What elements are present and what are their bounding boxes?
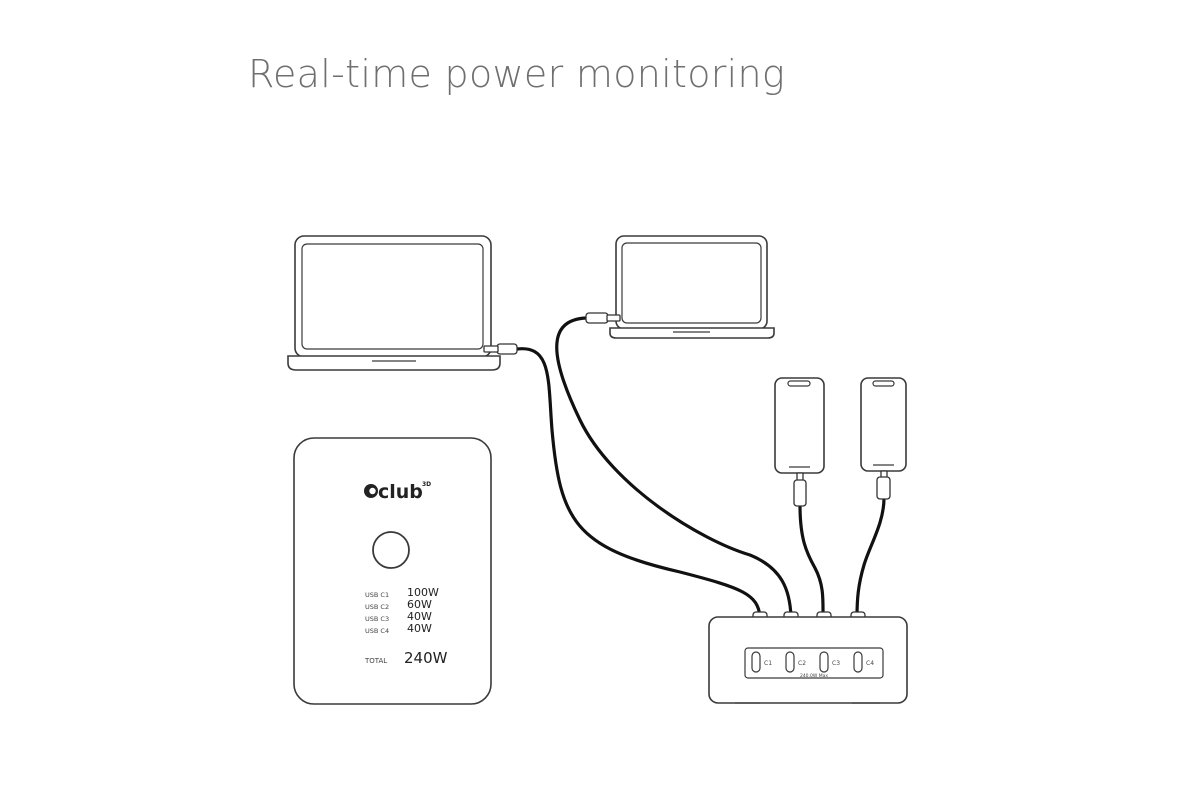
charger: C1 C2 C3 C4 240.0W Max — [708, 616, 908, 704]
phone-1 — [774, 377, 825, 474]
brand-superscript: 3D — [422, 481, 431, 488]
charger-port-c2 — [785, 651, 795, 673]
port-label-c2: USB C2 — [365, 603, 389, 611]
laptop-small-lid — [615, 235, 768, 330]
cable-c2 — [555, 316, 793, 619]
phone-2-notch — [872, 380, 895, 387]
port-label-c3: USB C3 — [365, 615, 389, 623]
power-button-ring — [372, 531, 410, 569]
phone-2 — [860, 377, 907, 472]
charger-port-c1 — [751, 651, 761, 673]
charger-port-label-c3: C3 — [832, 660, 840, 667]
total-watts: 240W — [404, 649, 448, 667]
laptop-small — [609, 235, 775, 339]
brand-name: club — [378, 481, 423, 503]
phone-1-plug — [793, 472, 807, 507]
charger-port-c3 — [819, 651, 829, 673]
page-title: Real-time power monitoring — [248, 52, 786, 96]
power-monitor: club 3D USB C1 USB C2 USB C3 USB C4 100W… — [293, 437, 492, 705]
charger-port-c4 — [853, 651, 863, 673]
total-label: TOTAL — [364, 657, 387, 665]
port-label-c1: USB C1 — [365, 591, 389, 599]
port-label-c4: USB C4 — [365, 627, 389, 635]
cable-c4 — [855, 496, 886, 619]
laptop-large-screen — [301, 243, 484, 350]
cable-c3 — [798, 503, 825, 619]
phone-1-body — [774, 377, 825, 474]
laptop-large-base — [287, 355, 501, 371]
charger-port-label-c2: C2 — [798, 660, 806, 667]
laptop-large-plug — [483, 343, 518, 355]
cable-c1 — [515, 347, 762, 619]
charger-footer-label: 240.0W Max — [800, 673, 828, 679]
charger-port-label-c1: C1 — [764, 660, 772, 667]
laptop-large-lid — [294, 235, 492, 358]
laptop-small-base — [609, 327, 775, 339]
brand-logo: club 3D — [364, 481, 431, 503]
port-watts-c3: 40W — [407, 610, 432, 623]
laptop-small-screen — [621, 242, 762, 324]
laptop-large — [287, 235, 501, 371]
charger-body — [708, 616, 908, 704]
port-watts-c2: 60W — [407, 598, 432, 611]
power-monitor-body — [293, 437, 492, 705]
laptop-small-plug — [585, 312, 621, 324]
phone-2-plug — [876, 470, 891, 500]
charger-port-label-c4: C4 — [866, 660, 874, 667]
phone-1-notch — [787, 380, 811, 387]
port-watts-c4: 40W — [407, 622, 432, 635]
charger-port-panel — [744, 647, 884, 679]
phone-2-body — [860, 377, 907, 472]
port-watts-c1: 100W — [407, 586, 439, 599]
